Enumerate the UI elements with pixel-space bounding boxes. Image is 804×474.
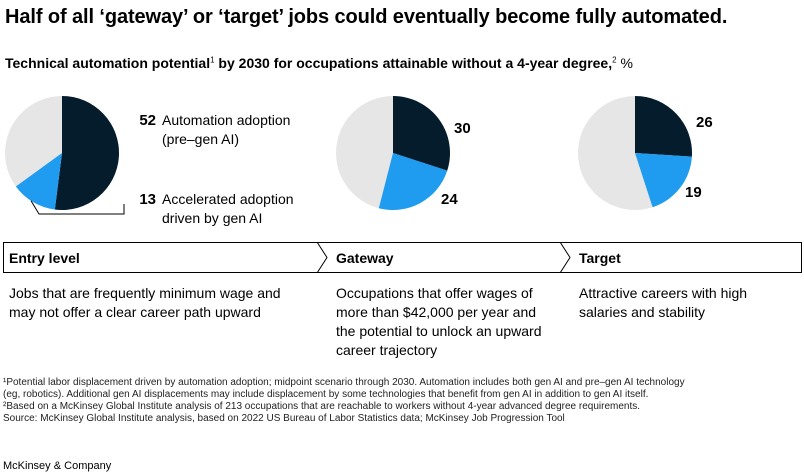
footnote-2: ²Based on a McKinsey Global Institute an… bbox=[3, 401, 641, 412]
legend-pre-gen-ai-line2: (pre–gen AI) bbox=[162, 131, 240, 147]
pie-charts bbox=[5, 95, 693, 215]
pie-target-gen-ai-slice bbox=[635, 153, 692, 208]
footnote-ref-1: 1 bbox=[210, 55, 215, 65]
pie-gateway bbox=[336, 96, 450, 211]
pie-target-pre-gen-ai-value: 26 bbox=[696, 114, 713, 131]
stage-entry-level: Entry level bbox=[9, 250, 80, 266]
stage-gateway: Gateway bbox=[336, 250, 394, 266]
pie-entry-level-pre-gen-ai-slice bbox=[54, 96, 120, 211]
pie-gateway-gen-ai-value: 24 bbox=[441, 191, 458, 208]
footnote-1-line2: (eg, robotics). Additional gen AI displa… bbox=[3, 389, 649, 400]
subtitle-text-2: by 2030 for occupations attainable witho… bbox=[214, 55, 613, 71]
pie-target bbox=[578, 95, 693, 210]
footnote-ref-2: 2 bbox=[612, 55, 617, 65]
pie-entry-level bbox=[5, 96, 120, 211]
stage-entry-level-description: Jobs that are frequently minimum wage an… bbox=[9, 285, 281, 320]
pie-gateway-pre-gen-ai-value: 30 bbox=[454, 120, 471, 137]
stage-target-description: Attractive careers with high salaries an… bbox=[579, 285, 748, 320]
legend-pre-gen-ai: Automation adoption (pre–gen AI) bbox=[162, 111, 290, 149]
brand-logo-text: McKinsey & Company bbox=[3, 460, 112, 472]
pie-entry-level-pre-gen-ai-value: 52 bbox=[139, 112, 156, 129]
legend-gen-ai-line2: driven by gen AI bbox=[162, 210, 263, 226]
pie-target-pre-gen-ai-slice bbox=[635, 95, 693, 157]
pie-entry-level-gen-ai-slice bbox=[15, 153, 63, 210]
career-stage-band bbox=[3, 242, 802, 273]
chart-title: Half of all ‘gateway’ or ‘target’ jobs c… bbox=[5, 6, 728, 28]
legend-gen-ai: Accelerated adoption driven by gen AI bbox=[162, 190, 294, 228]
footnote-1-line1: ¹Potential labor displacement driven by … bbox=[3, 377, 685, 388]
subtitle-text: Technical automation potential bbox=[5, 55, 211, 71]
footnotes: ¹Potential labor displacement driven by … bbox=[3, 377, 801, 425]
legend-gen-ai-line1: Accelerated adoption bbox=[162, 191, 294, 207]
pie-target-gen-ai-value: 19 bbox=[685, 184, 702, 201]
pie-gateway-pre-gen-ai-slice bbox=[393, 96, 450, 171]
stage-gateway-description: Occupations that offer wages of more tha… bbox=[336, 285, 542, 358]
pie-gateway-gen-ai-slice bbox=[378, 153, 448, 211]
subtitle-unit: % bbox=[616, 55, 633, 71]
legend-pre-gen-ai-line1: Automation adoption bbox=[162, 112, 291, 128]
pie-entry-level-gen-ai-value: 13 bbox=[139, 191, 156, 208]
legend-callout-line bbox=[30, 200, 125, 215]
stage-target: Target bbox=[579, 250, 621, 266]
chart-subtitle: Technical automation potential1 by 2030 … bbox=[5, 55, 633, 71]
source-note: Source: McKinsey Global Institute analys… bbox=[3, 413, 565, 424]
